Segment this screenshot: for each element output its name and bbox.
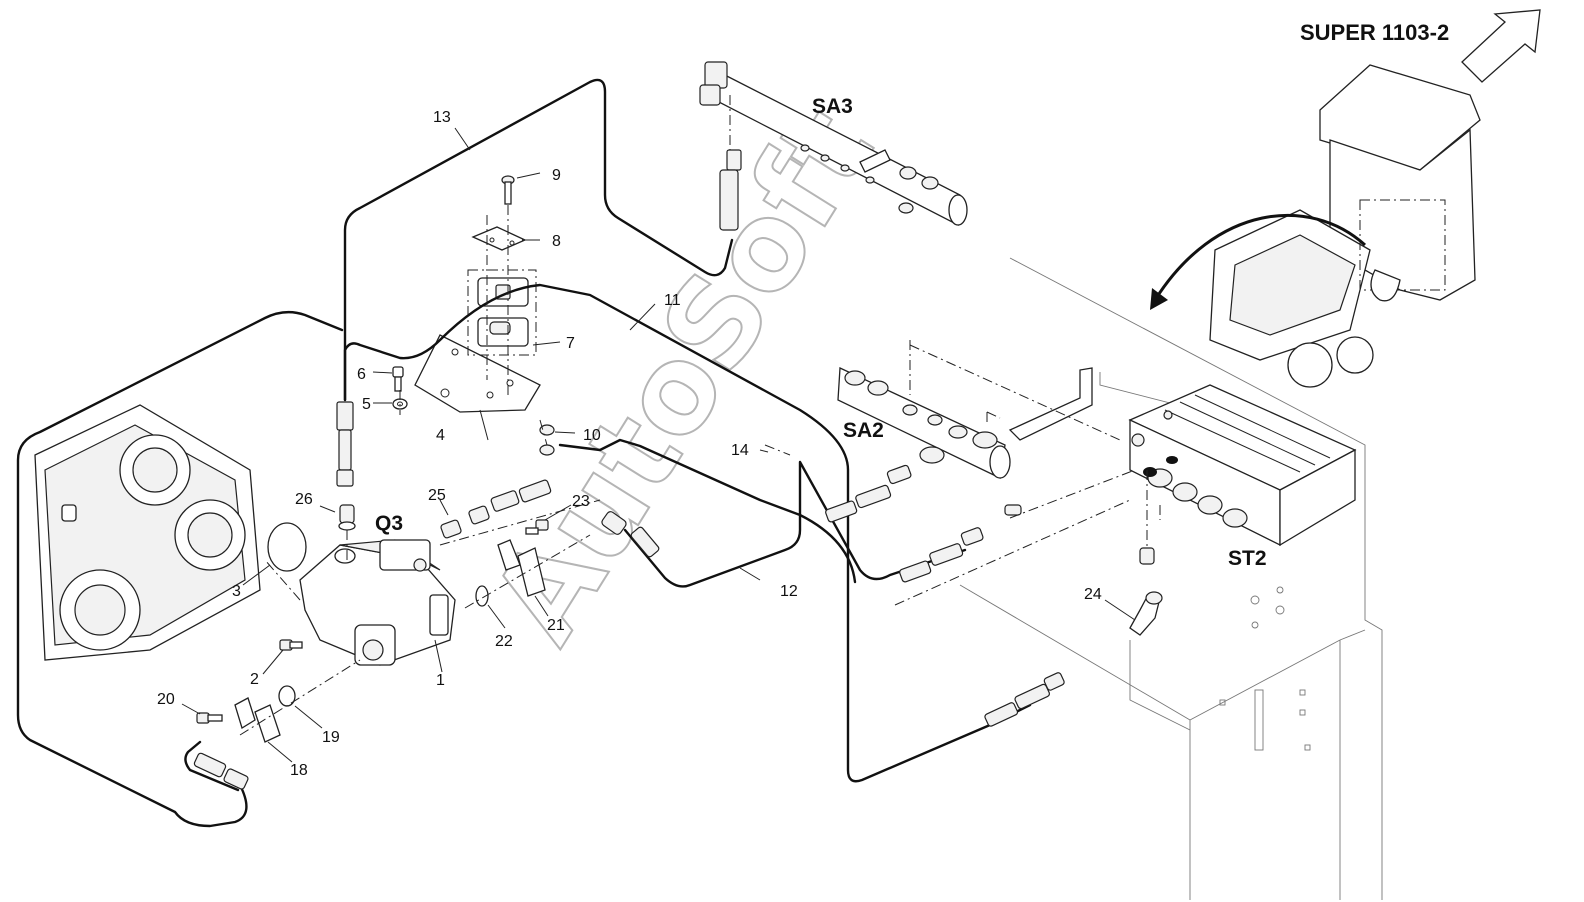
clamp-7	[467, 269, 537, 356]
nut-10	[539, 424, 555, 456]
bolt-23	[525, 519, 549, 535]
mounting-bracket	[1008, 367, 1093, 441]
hose-fittings	[193, 149, 1065, 790]
callout-13: 13	[433, 109, 451, 126]
paver-machine-illustration	[1150, 64, 1481, 388]
bolt-20	[196, 712, 223, 724]
assembly-label-sa3: SA3	[812, 95, 853, 118]
assembly-label-q3: Q3	[375, 512, 403, 535]
leader-lines	[181, 127, 1136, 763]
plate-8	[471, 226, 527, 251]
callout-8: 8	[552, 233, 561, 250]
flange-21	[497, 539, 546, 597]
machine-frame	[959, 257, 1383, 900]
bolt-9	[501, 175, 515, 205]
callout-2: 2	[250, 671, 259, 688]
hose-13	[343, 78, 734, 402]
elbow-fitting-24	[1129, 547, 1163, 636]
callout-24: 24	[1084, 586, 1102, 603]
hose-suction-loop	[16, 310, 344, 828]
callout-23: 23	[572, 493, 590, 510]
flange-18	[234, 697, 281, 743]
callout-14: 14	[731, 442, 749, 459]
assembly-label-st2: ST2	[1228, 547, 1267, 570]
callout-12: 12	[780, 583, 798, 600]
gearbox-housing	[34, 404, 261, 661]
callout-20: 20	[157, 691, 175, 708]
model-arrow-icon	[1461, 9, 1541, 83]
callout-1: 1	[436, 672, 445, 689]
hose-20	[184, 740, 240, 792]
callout-3: 3	[232, 583, 241, 600]
manifold-sa2	[837, 367, 1011, 479]
centre-lines	[239, 95, 1161, 736]
callout-numbers: 4 13 9 8 7 6 5 10 11 14 12 3 26 25 23 2 …	[157, 109, 1102, 779]
hydraulic-pump-q3	[299, 539, 456, 666]
o-ring-22	[475, 585, 489, 607]
callout-9: 9	[552, 167, 561, 184]
fitting-st2-inlet	[1004, 504, 1022, 516]
manifold-sa3	[699, 61, 968, 227]
callout-5: 5	[362, 396, 371, 413]
valve-block-st2	[1128, 384, 1357, 547]
o-ring-19	[278, 685, 296, 707]
callout-26: 26	[295, 491, 313, 508]
model-label: SUPER 1103-2	[1300, 20, 1449, 45]
callout-21: 21	[547, 617, 565, 634]
fitting-26	[338, 504, 356, 531]
callout-10: 10	[583, 427, 601, 444]
bolt-6	[392, 366, 404, 392]
callout-11: 11	[664, 292, 681, 309]
callout-7: 7	[566, 335, 575, 352]
callout-22: 22	[495, 633, 513, 650]
callout-1-4: 4	[436, 427, 445, 444]
hose-14	[558, 438, 857, 584]
assembly-label-sa2: SA2	[843, 419, 884, 442]
bolt-2	[279, 639, 303, 651]
callout-19: 19	[322, 729, 340, 746]
fitting-25	[440, 519, 462, 539]
hose-12	[623, 460, 967, 588]
callout-6: 6	[357, 366, 366, 383]
callout-25: 25	[428, 487, 446, 504]
o-ring-3	[267, 522, 307, 572]
callout-18: 18	[290, 762, 308, 779]
hose-11	[343, 283, 1032, 783]
